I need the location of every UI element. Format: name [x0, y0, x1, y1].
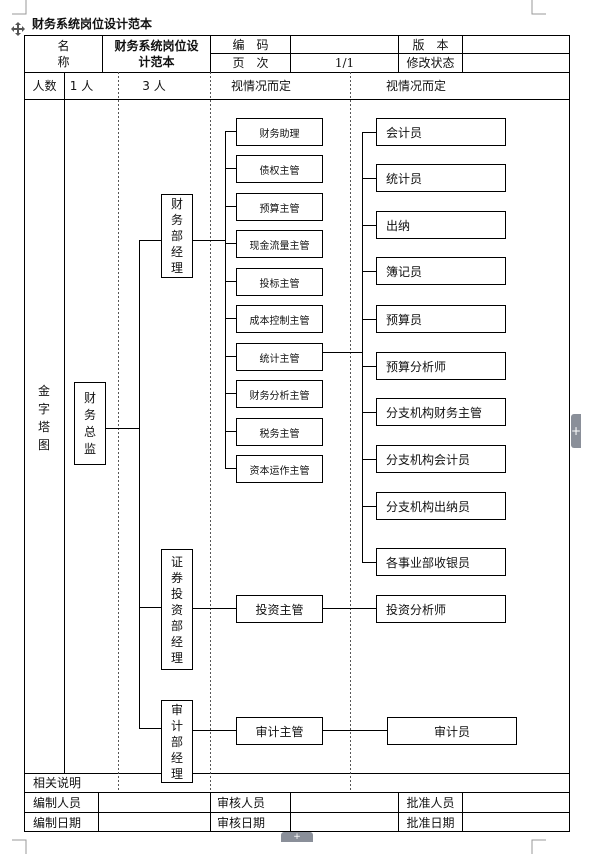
approved-by-label: 批准人员	[406, 795, 455, 810]
staff-box: 各事业部收银员	[376, 548, 506, 576]
investment-staff-box: 投资分析师	[376, 595, 506, 623]
plus-icon[interactable]: +	[281, 832, 313, 842]
staff-box: 预算分析师	[376, 352, 506, 380]
plus-icon[interactable]: +	[571, 414, 581, 448]
supervisor-box: 成本控制主管	[236, 305, 323, 333]
staff-box: 预算员	[376, 305, 506, 333]
headcount-director: 1 人	[69, 79, 94, 93]
staff-box: 分支机构会计员	[376, 445, 506, 473]
name-value: 财务系统岗位设 计范本	[114, 39, 199, 69]
staff-box: 出纳	[376, 211, 506, 239]
manager-finance: 财务部经理	[161, 194, 193, 278]
staff-box: 分支机构出纳员	[376, 492, 506, 520]
supervisor-box: 现金流量主管	[236, 230, 323, 258]
reviewed-by-label: 审核人员	[216, 795, 265, 810]
code-label: 编 码	[232, 37, 269, 52]
prepared-date-label: 编制日期	[32, 815, 81, 830]
headcount-label: 人数	[32, 79, 57, 93]
status-label: 修改状态	[406, 56, 455, 70]
staff-box: 会计员	[376, 118, 506, 146]
notes-label: 相关说明	[32, 776, 81, 790]
move-handle-icon[interactable]	[11, 22, 25, 36]
director-box: 财务总监	[74, 382, 106, 465]
headcount-supervisors: 视情况而定	[230, 79, 291, 93]
supervisor-box: 投标主管	[236, 268, 323, 296]
audit-staff-box: 审计员	[387, 717, 517, 745]
headcount-managers: 3 人	[142, 79, 166, 93]
supervisor-box: 债权主管	[236, 155, 323, 183]
investment-supervisor-box: 投资主管	[236, 595, 323, 623]
version-label: 版 本	[412, 37, 449, 52]
headcount-staff: 视情况而定	[385, 79, 446, 93]
prepared-by-label: 编制人员	[32, 795, 81, 810]
audit-supervisor-box: 审计主管	[236, 717, 323, 745]
supervisor-box: 税务主管	[236, 418, 323, 446]
supervisor-box: 财务助理	[236, 118, 323, 146]
staff-box: 簿记员	[376, 257, 506, 285]
page-label: 页 次	[232, 56, 269, 70]
reviewed-date-label: 审核日期	[216, 815, 265, 830]
document-title: 财务系统岗位设计范本	[32, 17, 153, 31]
pyramid-label: 金字塔图	[37, 384, 50, 452]
supervisor-box: 预算主管	[236, 193, 323, 221]
manager-investment: 证券投资部经理	[161, 549, 193, 670]
supervisor-box: 统计主管	[236, 343, 323, 371]
approved-date-label: 批准日期	[406, 815, 455, 830]
name-label: 名 称	[57, 39, 70, 69]
supervisor-box: 资本运作主管	[236, 455, 323, 483]
manager-audit: 审计部经理	[161, 700, 193, 783]
staff-box: 统计员	[376, 164, 506, 192]
supervisor-box: 财务分析主管	[236, 380, 323, 408]
page-value: 1/1	[334, 56, 355, 70]
staff-box: 分支机构财务主管	[376, 398, 506, 426]
